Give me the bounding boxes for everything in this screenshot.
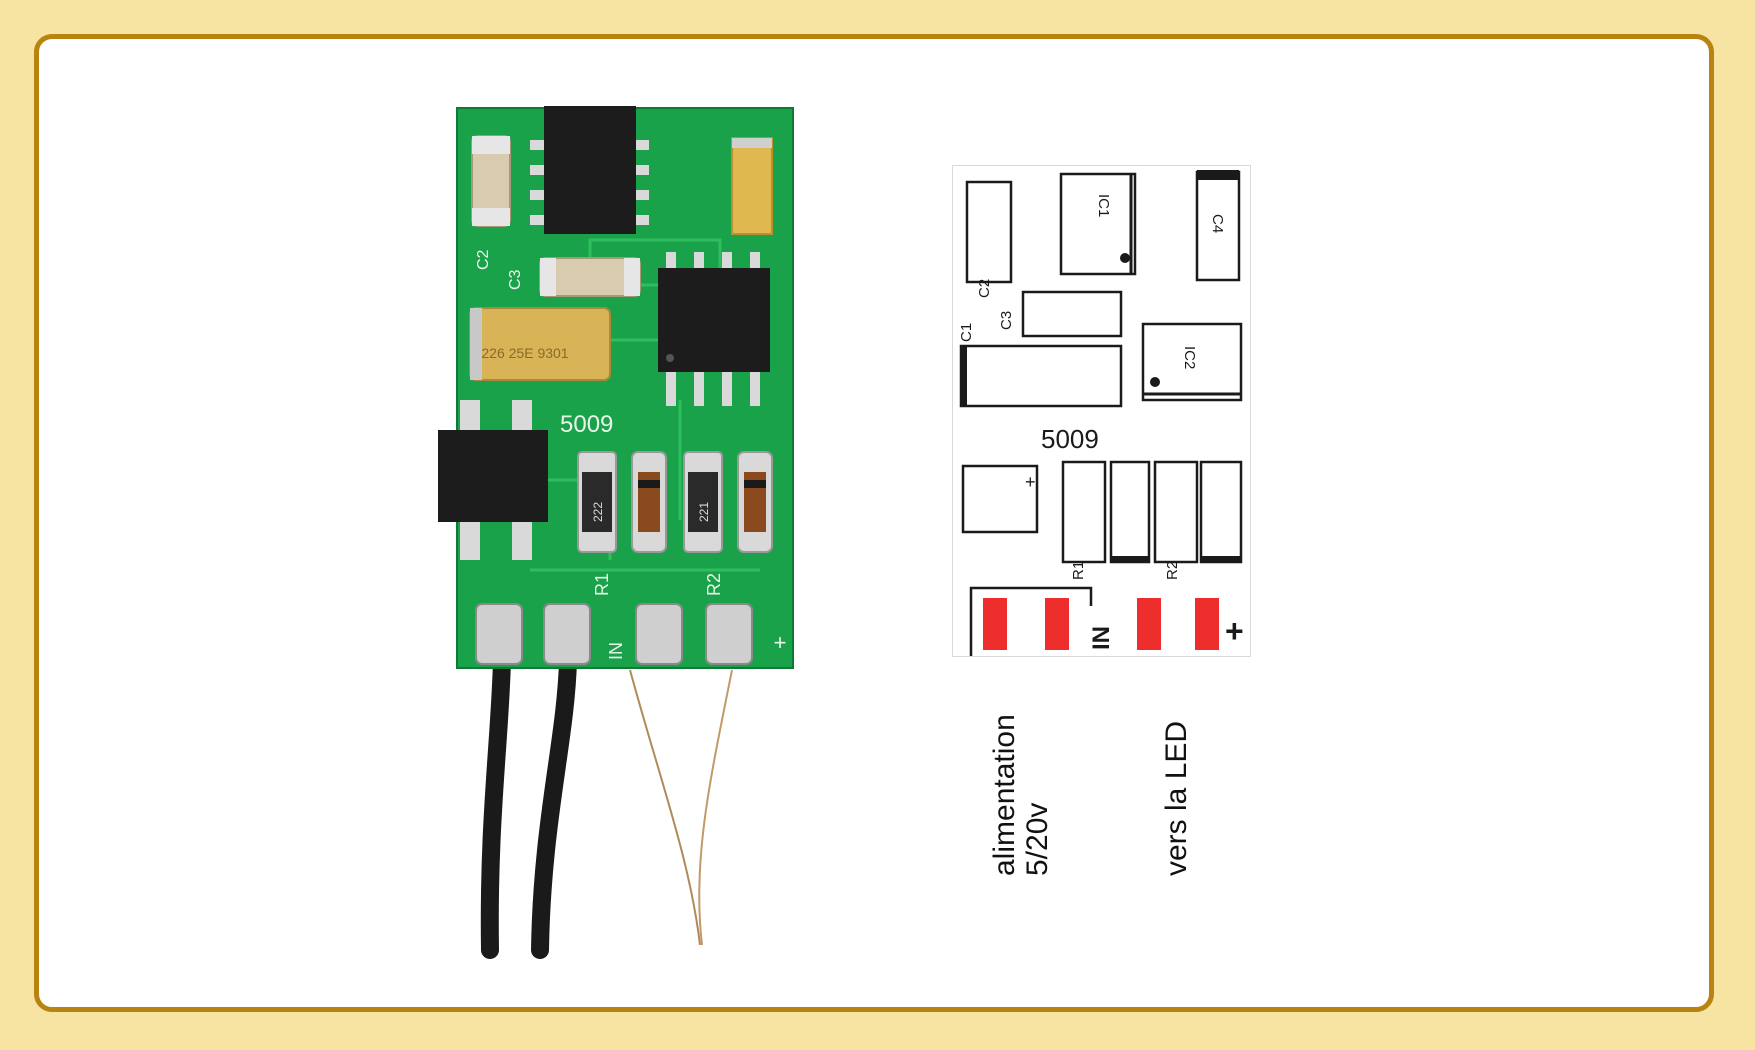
power-label-line1: alimentation	[988, 714, 1021, 876]
tantalum-marking: 226 25E 9301	[481, 345, 568, 361]
resistor-r2-code: 221	[697, 502, 711, 522]
schematic-panel: IC1 C4 C2 C3 C1 IC2 5009 + R1 R2 IN +	[952, 165, 1251, 660]
ic2-chip	[658, 252, 770, 406]
pcb-board-number: 5009	[560, 411, 613, 438]
black-wire-right	[531, 651, 577, 959]
transistor	[438, 400, 548, 560]
sch-r2-footprint	[1153, 460, 1199, 564]
sch-label-r2: R2	[1164, 561, 1181, 580]
sch-label-c2: C2	[976, 279, 993, 298]
sch-ic1-footprint	[1059, 172, 1137, 276]
silk-r2: R2	[704, 573, 724, 596]
sch-label-ic1: IC1	[1095, 194, 1112, 217]
silk-in: IN	[606, 642, 626, 660]
content-frame	[34, 34, 1714, 1012]
sch-label-c4: C4	[1209, 214, 1226, 233]
solder-pads	[475, 603, 753, 665]
resistor-r2: 221	[683, 451, 723, 553]
sch-label-in: IN	[1088, 626, 1115, 650]
resistor-r1-code: 222	[591, 502, 605, 522]
pcb-photo: C2 C3 226 25E 9301 5009 222	[438, 106, 794, 959]
sch-label-c1: C1	[958, 323, 975, 342]
sch-c2-footprint	[965, 180, 1013, 284]
sch-ic1-pin1	[1120, 253, 1130, 263]
silk-c3: C3	[507, 269, 524, 290]
diode-1	[631, 451, 667, 553]
led-label: vers la LED	[1160, 720, 1193, 876]
sch-c4-band	[1197, 170, 1239, 180]
ic1-chip	[530, 106, 649, 234]
sch-pad-4	[1195, 598, 1219, 650]
sch-pad-2	[1045, 598, 1069, 650]
sch-c3-footprint	[1021, 290, 1123, 338]
silk-plus: +	[774, 630, 787, 655]
sch-d2-band	[1201, 556, 1241, 562]
silk-r1: R1	[592, 573, 612, 596]
sch-ic2-pin1	[1150, 377, 1160, 387]
sch-board-number: 5009	[1041, 424, 1099, 454]
sch-small-plus: +	[1025, 472, 1036, 492]
sch-label-ic2: IC2	[1181, 346, 1198, 369]
thin-wire-a	[629, 669, 701, 946]
sch-pad-3	[1137, 598, 1161, 650]
tantalum-cap-small	[731, 137, 773, 235]
power-supply-label: alimentation 5/20v	[988, 714, 1054, 876]
sch-d2-footprint	[1199, 460, 1243, 564]
sch-d1-footprint	[1109, 460, 1151, 564]
sch-pad-1	[983, 598, 1007, 650]
silk-c2: C2	[475, 249, 492, 270]
sch-c1-footprint	[959, 344, 1123, 408]
sch-label-r1: R1	[1070, 561, 1087, 580]
black-wire-left	[480, 651, 511, 959]
diode-2	[737, 451, 773, 553]
sch-c1-band	[961, 346, 967, 406]
sch-label-c3: C3	[998, 311, 1015, 330]
resistor-r1: 222	[577, 451, 617, 553]
sch-pads	[983, 598, 1219, 650]
schematic-drawing: IC1 C4 C2 C3 C1 IC2 5009 + R1 R2 IN +	[958, 170, 1244, 660]
thin-wire-b	[698, 669, 733, 946]
sch-r1-footprint	[1061, 460, 1107, 564]
sch-label-plus: +	[1225, 613, 1244, 649]
sch-ic2-footprint	[1141, 322, 1243, 402]
sch-cap-footprint	[961, 464, 1039, 534]
power-label-line2: 5/20v	[1021, 802, 1054, 876]
sch-d1-band	[1111, 556, 1149, 562]
sch-in-bracket	[969, 586, 1093, 660]
tantalum-cap-large: 226 25E 9301	[469, 307, 611, 381]
